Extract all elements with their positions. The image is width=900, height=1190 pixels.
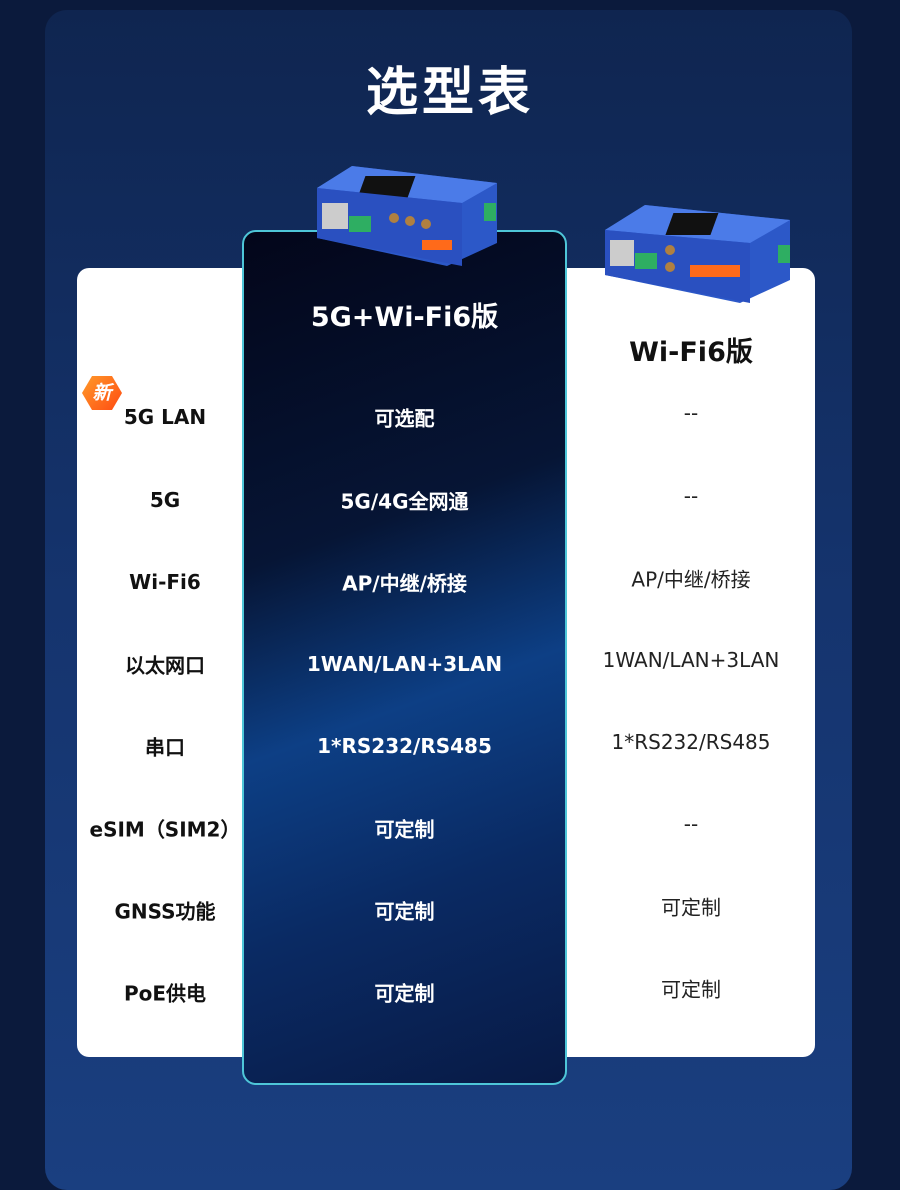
row-label: GNSS功能 <box>114 899 216 924</box>
mid-value: 可定制 <box>374 817 435 842</box>
right-value: -- <box>683 484 699 508</box>
right-value: 1WAN/LAN+3LAN <box>602 648 780 672</box>
router-5g-wifi6-image <box>317 166 497 266</box>
mid-value: 可选配 <box>374 406 435 431</box>
mid-value: 1*RS232/RS485 <box>317 734 492 758</box>
row-label: PoE供电 <box>123 981 207 1006</box>
mid-value: 5G/4G全网通 <box>340 489 469 514</box>
mid-value: AP/中继/桥接 <box>342 571 467 596</box>
row-label: 5G <box>149 488 181 512</box>
highlight-column <box>242 230 567 1085</box>
router-wifi6-image <box>605 205 790 303</box>
right-value: -- <box>683 812 699 836</box>
row-label: Wi-Fi6 <box>129 570 201 594</box>
mid-value: 可定制 <box>374 981 435 1006</box>
column-header-wifi6: Wi-Fi6版 <box>629 337 753 368</box>
row-label: 以太网口 <box>125 653 205 678</box>
page-title: 选型表 <box>365 63 534 123</box>
row-label: eSIM（SIM2） <box>89 817 241 842</box>
column-header-5g-wifi6: 5G+Wi-Fi6版 <box>310 302 499 333</box>
row-label: 5G LAN <box>123 405 207 429</box>
right-value: 1*RS232/RS485 <box>611 730 771 754</box>
row-label: 串口 <box>145 735 185 760</box>
right-value: 可定制 <box>661 895 721 920</box>
mid-value: 可定制 <box>374 899 435 924</box>
right-value: 可定制 <box>661 977 721 1002</box>
right-value: AP/中继/桥接 <box>631 567 751 592</box>
right-value: -- <box>683 401 699 425</box>
mid-value: 1WAN/LAN+3LAN <box>306 652 503 676</box>
